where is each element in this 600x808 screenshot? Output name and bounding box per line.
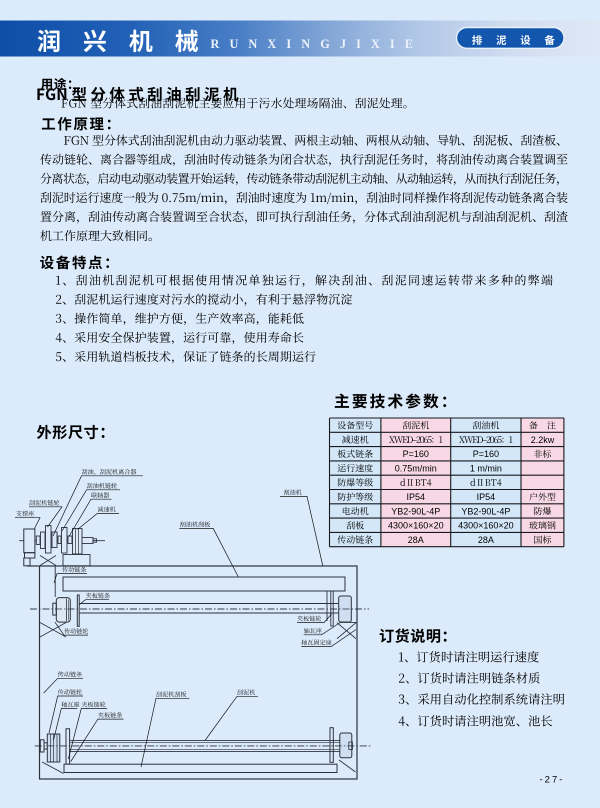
svg-text:-27-: -27- — [540, 775, 565, 786]
svg-text:0.75m/min: 0.75m/min — [395, 464, 437, 474]
svg-text:IP54: IP54 — [477, 492, 496, 502]
svg-text:4300×160×20: 4300×160×20 — [388, 521, 444, 531]
svg-text:1 m/min: 1 m/min — [470, 464, 502, 474]
svg-text:IP54: IP54 — [407, 492, 426, 502]
svg-text:2.2kw: 2.2kw — [531, 435, 555, 445]
svg-text:P=160: P=160 — [403, 449, 429, 459]
svg-text:YB2-90L-4P: YB2-90L-4P — [461, 506, 510, 516]
svg-text:28A: 28A — [408, 535, 424, 545]
svg-text:4300×160×20: 4300×160×20 — [458, 521, 514, 531]
svg-text:28A: 28A — [478, 535, 494, 545]
svg-text:P=160: P=160 — [473, 449, 499, 459]
svg-text:YB2-90L-4P: YB2-90L-4P — [391, 506, 440, 516]
